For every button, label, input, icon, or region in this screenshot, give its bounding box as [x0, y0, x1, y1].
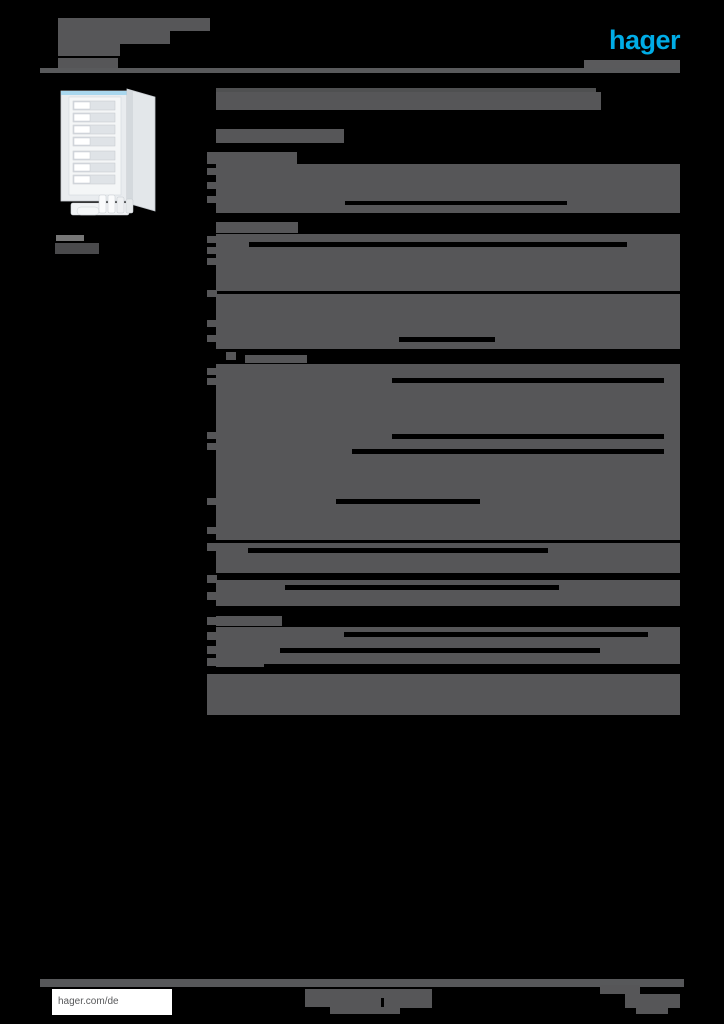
spec-row-label-7-3 [207, 646, 217, 654]
spec-row-label-2-2 [207, 247, 217, 254]
spec-row-label-2-3 [207, 258, 217, 265]
spec-block-8 [207, 674, 680, 715]
section-heading-1 [207, 152, 297, 164]
footer-website-link[interactable]: hager.com/de [52, 989, 172, 1015]
spec-row-label-3-2 [207, 320, 217, 327]
spec-leader-4a [392, 378, 664, 383]
footer-page-number-line-2 [625, 994, 680, 1008]
footer-divider [40, 979, 684, 987]
spec-row-label-6-1 [207, 592, 217, 600]
footer-center-line-3 [384, 989, 432, 1008]
spec-block-1 [216, 164, 680, 213]
spec-leader-4d [336, 499, 480, 504]
page-title [216, 92, 601, 110]
product-caption-redaction [55, 243, 99, 254]
spec-row-label-2-1 [207, 236, 217, 243]
spec-row-label-4-5 [207, 498, 217, 505]
footer-center-line-2 [305, 998, 381, 1007]
spec-row-label-7-2 [207, 632, 217, 640]
main-title-kicker [216, 88, 596, 94]
spec-row-label-4-1 [207, 368, 217, 375]
spec-leader-4b [392, 434, 664, 439]
spec-leader-4c [352, 449, 664, 454]
footer-center-line-4 [330, 1007, 400, 1014]
spec-leader-7a [344, 632, 648, 637]
spec-row-label-4-3 [207, 432, 217, 439]
footer-page-number-line-3 [636, 1008, 668, 1014]
footer-center-line-1 [305, 989, 415, 998]
spec-leader-5a [248, 548, 548, 553]
spec-row-label-1-3 [207, 196, 217, 203]
hager-logo[interactable]: hager [608, 25, 681, 55]
product-photo-svg [60, 88, 156, 216]
header-title-line-2 [58, 31, 170, 44]
spec-row-label-7-1 [207, 617, 217, 625]
product-code-redaction [56, 235, 84, 241]
spec-row-label-1-1 [207, 168, 217, 175]
header-title-line-1 [58, 18, 210, 31]
spec-row-label-3-3 [207, 335, 217, 342]
header-title-line-3 [58, 44, 120, 56]
product-image [55, 85, 167, 227]
section-heading-7 [216, 616, 282, 626]
page-subtitle [216, 129, 344, 143]
spec-row-label-4-6 [207, 527, 217, 534]
spec-leader-2 [249, 242, 627, 247]
spec-leader-1 [345, 201, 567, 205]
spec-leader-7b [280, 648, 600, 653]
spec-leader-3 [399, 337, 495, 342]
spec-leader-6a [285, 585, 559, 590]
logo-underline [584, 60, 680, 68]
spec-row-label-5-2 [207, 575, 217, 583]
spec-row-label-4-4 [207, 443, 217, 450]
footer-page-number-line-1 [600, 985, 640, 994]
spec-row-label-4-0 [226, 352, 236, 360]
spec-row-label-3-1 [207, 290, 217, 297]
section-heading-4 [245, 355, 307, 363]
spec-block-6 [216, 580, 680, 606]
spec-row-label-1-2 [207, 182, 217, 189]
spec-row-label-5-1 [207, 543, 217, 551]
spec-leader-7c [264, 664, 680, 672]
header-divider [40, 68, 680, 73]
header-title-line-4 [58, 58, 118, 68]
section-heading-2 [216, 222, 298, 233]
spec-row-label-7-4 [207, 658, 217, 666]
spec-row-label-4-2 [207, 378, 217, 385]
